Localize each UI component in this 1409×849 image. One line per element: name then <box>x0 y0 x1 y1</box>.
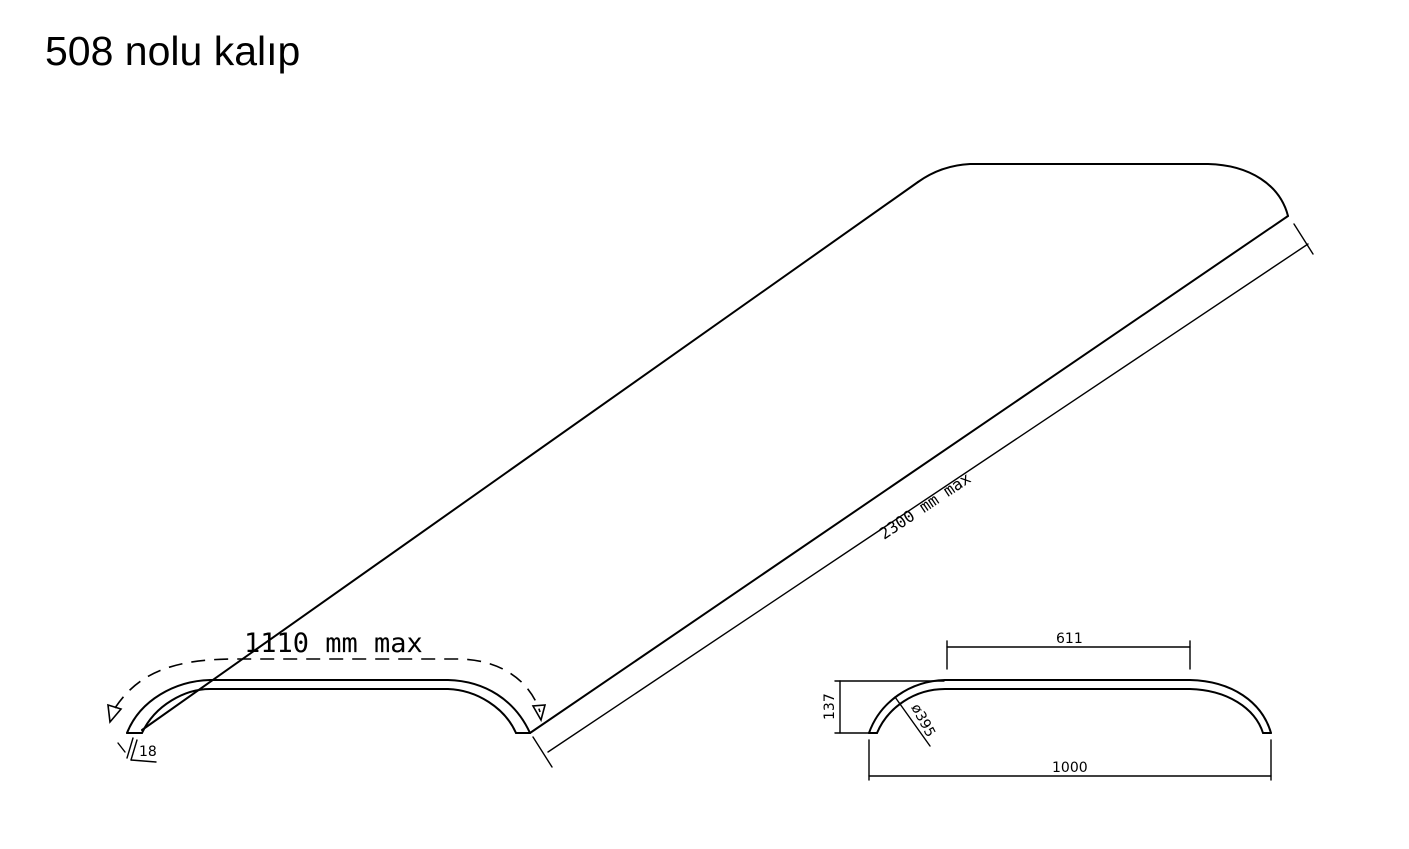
arc-arrow-left <box>107 703 123 724</box>
thickness-tick-b <box>126 737 134 759</box>
length-ext-end <box>1293 223 1314 255</box>
diameter-leader <box>894 696 931 747</box>
length-ext-start <box>532 736 553 768</box>
section-inner <box>876 688 1264 734</box>
panel-3d-view <box>126 163 1289 734</box>
thickness-leader <box>130 759 157 763</box>
back-profile <box>917 163 1289 217</box>
thickness-tick-a <box>117 742 126 753</box>
page-title: 508 nolu kalıp <box>45 28 301 74</box>
arc-length-label: 1110 mm max <box>244 628 423 659</box>
left-long-edge <box>141 181 919 731</box>
bottom-width-label: 1000 <box>1052 760 1088 776</box>
front-profile-inner <box>141 688 517 734</box>
height-label: 137 <box>822 693 838 720</box>
length-label: 2300 mm max <box>876 468 975 543</box>
thickness-label: 18 <box>139 744 157 760</box>
top-width-label: 611 <box>1056 631 1083 647</box>
arc-length-dimension: 1110 mm max <box>107 628 547 724</box>
front-profile-outer <box>126 679 531 734</box>
section-outer <box>868 679 1272 734</box>
length-dimension-line <box>547 243 1309 753</box>
thickness-tick-c <box>130 739 138 761</box>
right-long-edge <box>529 215 1289 734</box>
length-dimension: 2300 mm max <box>532 223 1314 768</box>
thickness-dimension: 18 <box>117 737 157 763</box>
arc-arrow-right <box>531 704 547 723</box>
cross-section-view: 611 137 ø395 1000 <box>822 631 1272 781</box>
